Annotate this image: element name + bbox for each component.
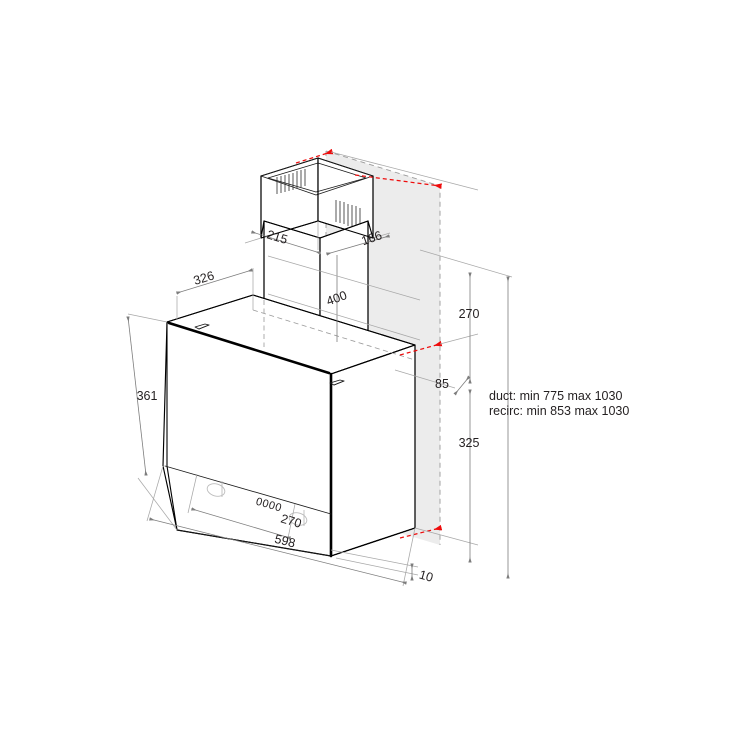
ext-325-bot [414, 527, 479, 546]
dimensions-group: 215 166 400 326 361 270 [126, 151, 513, 587]
chimney-outline [260, 175, 374, 349]
ext-361-a [127, 313, 168, 323]
dim-label-85: 85 [435, 377, 449, 391]
vent-louvers-left [276, 169, 306, 194]
chimney-upper-inner-rim [267, 162, 367, 193]
dim-label-215: 215 [265, 227, 289, 246]
dim-label-326: 326 [192, 268, 216, 287]
dim-label-400: 400 [324, 288, 348, 308]
dimline-326 [175, 268, 254, 295]
dimline-598 [149, 517, 407, 585]
mount-marker-upper-left [295, 148, 334, 164]
ext-10-b [335, 557, 419, 576]
control-strip-top-line [164, 465, 332, 515]
ext-400-a [267, 293, 421, 341]
ext-270h-bot [439, 333, 479, 345]
hidden-hood-back-plane [252, 309, 416, 361]
ext-10-a [330, 549, 419, 568]
hood-right-side-panel [330, 344, 416, 557]
dim-label-598: 598 [273, 532, 297, 551]
touch-button-left[interactable] [206, 482, 227, 498]
ext-85-a [394, 369, 456, 389]
ext-598-a [146, 465, 164, 522]
ext-400-b [267, 255, 421, 301]
dimline-215 [250, 230, 322, 255]
ext-270w-a [187, 473, 198, 514]
dimline-85 [453, 375, 471, 396]
mount-tab-left-inner [198, 324, 210, 330]
dimline-166 [325, 234, 391, 256]
dim-label-361: 361 [137, 389, 158, 403]
mount-markers-group [295, 148, 443, 539]
note-recirc-range: recirc: min 853 max 1030 [489, 404, 629, 418]
dim-label-325: 325 [459, 436, 480, 450]
ext-215-a [244, 237, 262, 244]
ext-270h-top [330, 151, 479, 191]
mount-marker-upper-right [354, 174, 442, 190]
dim-label-10: 10 [417, 568, 434, 585]
ext-outer-top [419, 249, 513, 278]
dim-label-166: 166 [360, 228, 384, 248]
glass-top-edge-bar [167, 321, 331, 375]
dimline-361 [126, 316, 148, 476]
hood-body-group: 0000 [162, 294, 416, 558]
dim-label-270-height: 270 [459, 307, 480, 321]
notes-group: duct: min 775 max 1030 recirc: min 853 m… [489, 389, 629, 418]
note-duct-range: duct: min 775 max 1030 [489, 389, 622, 403]
vent-louvers-right [335, 200, 361, 230]
ext-598-b [402, 527, 416, 587]
mount-tab-right-inner [333, 380, 345, 386]
